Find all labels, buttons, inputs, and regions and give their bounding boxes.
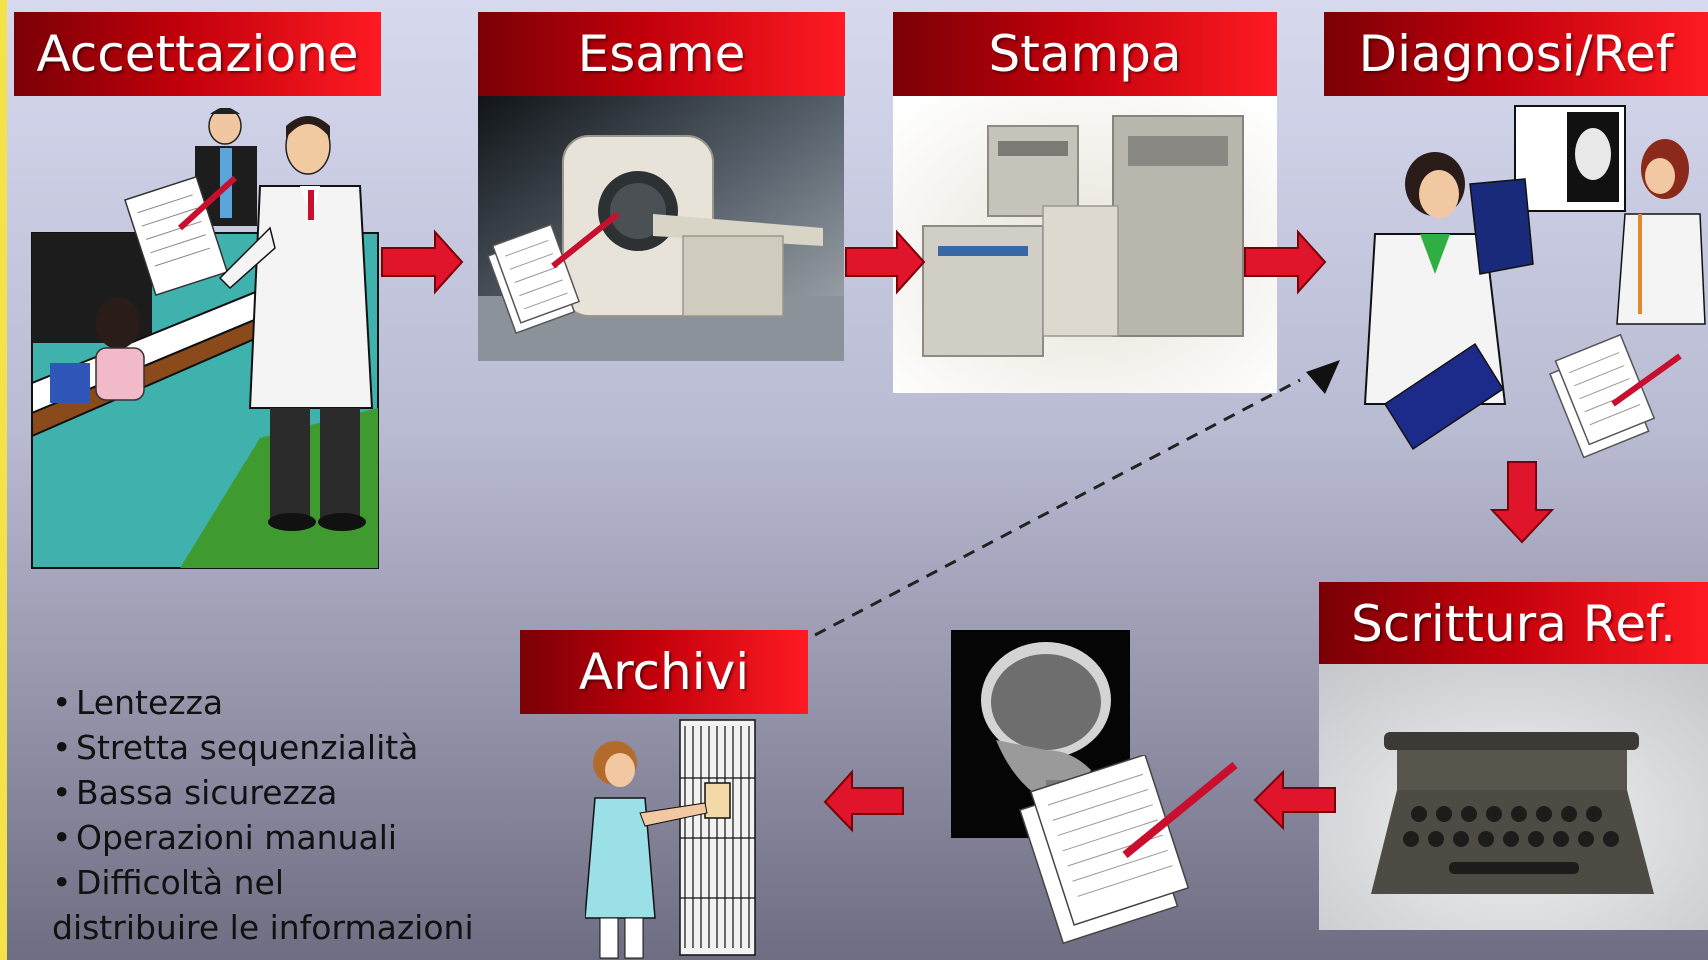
list-item: •Stretta sequenzialità — [52, 728, 419, 767]
skull-xray-photo — [951, 630, 1130, 838]
list-item-continuation: distribuire le informazioni — [52, 908, 474, 947]
document-with-pen-icon — [1019, 755, 1238, 945]
typewriter-photo — [1319, 664, 1708, 930]
film-printers-photo — [893, 96, 1277, 393]
step-label-archivi: Archivi — [520, 630, 808, 714]
arrow-diagnosi-scrittura — [1489, 461, 1555, 544]
step-label-esame: Esame — [478, 12, 845, 96]
step-label-stampa: Stampa — [893, 12, 1277, 96]
doctors-reading-xray-illustration — [1363, 105, 1706, 459]
arrow-scrittura-xray — [1253, 769, 1336, 831]
dashed-arrowhead — [1306, 360, 1340, 394]
arrow-stampa-diagnosi — [1244, 229, 1327, 295]
arrow-accettazione-esame — [381, 229, 464, 295]
nurse-archive-shelf-illustration — [585, 719, 756, 959]
dashed-archivi-diagnosi — [814, 378, 1301, 637]
arrow-xray-archivi — [823, 769, 904, 833]
list-item: •Bassa sicurezza — [52, 773, 338, 812]
arrow-esame-stampa — [845, 229, 926, 295]
step-label-accettazione: Accettazione — [14, 12, 381, 96]
reception-illustration — [31, 108, 379, 569]
issues-list: •Lentezza •Stretta sequenzialità •Bassa … — [52, 680, 522, 950]
left-edge-bar — [0, 0, 7, 960]
list-item: •Difficoltà nel — [52, 863, 285, 902]
step-label-scrittura: Scrittura Ref. — [1319, 582, 1708, 666]
list-item: •Operazioni manuali — [52, 818, 398, 857]
step-label-diagnosi: Diagnosi/Ref — [1324, 12, 1708, 96]
ct-scanner-photo — [478, 96, 844, 361]
list-item: •Lentezza — [52, 683, 224, 722]
